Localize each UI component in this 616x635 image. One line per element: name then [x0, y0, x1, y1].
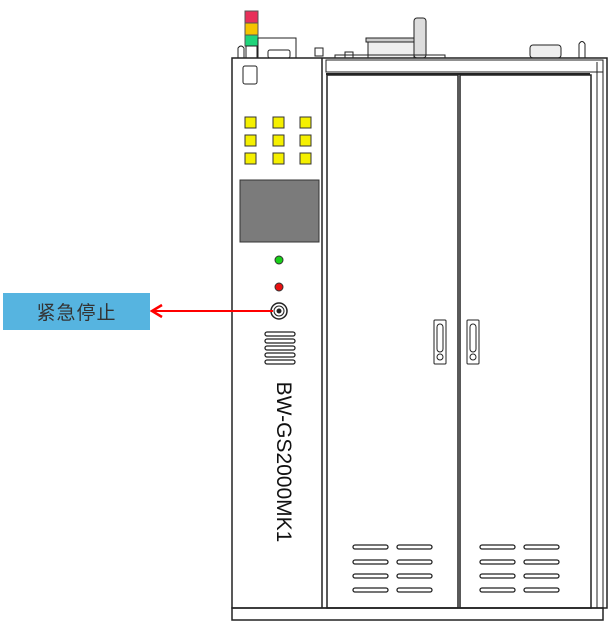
emergency-stop-button[interactable]	[270, 302, 288, 320]
right-door	[459, 74, 592, 609]
panel-button[interactable]	[272, 134, 285, 147]
led-green	[274, 255, 284, 265]
vent-slot	[523, 559, 560, 565]
vent-slot	[396, 559, 433, 565]
vent-slot	[523, 544, 560, 550]
emergency-stop-callout: 紧急停止	[3, 293, 150, 330]
vent-slot	[523, 573, 560, 579]
vent-slot	[264, 359, 296, 365]
vent-slot	[352, 559, 389, 565]
vent-slot	[264, 352, 296, 358]
panel-button[interactable]	[299, 116, 312, 129]
signal-light-yellow	[244, 22, 259, 36]
vent-slot	[352, 544, 389, 550]
vent-slot	[523, 587, 560, 593]
led-red	[274, 282, 284, 292]
vent-slot	[352, 573, 389, 579]
panel-button[interactable]	[299, 152, 312, 165]
vent-slot	[479, 544, 516, 550]
callout-label: 紧急停止	[36, 302, 117, 324]
signal-light-red	[244, 10, 259, 24]
left-door-handle[interactable]	[433, 319, 447, 365]
callout-arrow	[149, 303, 273, 319]
vent-slot	[264, 338, 296, 344]
left-door	[326, 74, 459, 609]
vent-slot	[479, 559, 516, 565]
vent-slot	[264, 345, 296, 351]
vent-slot	[479, 587, 516, 593]
vent-slot	[396, 573, 433, 579]
model-number: BW-GS2000MK1	[272, 381, 295, 543]
panel-button[interactable]	[244, 134, 257, 147]
vent-slot	[479, 573, 516, 579]
vent-slot	[396, 544, 433, 550]
vent-slot	[396, 587, 433, 593]
panel-button[interactable]	[272, 116, 285, 129]
panel-vents	[264, 331, 296, 365]
vent-slot	[352, 587, 389, 593]
right-door-handle[interactable]	[466, 319, 480, 365]
panel-button[interactable]	[272, 152, 285, 165]
door-vents	[352, 544, 560, 593]
panel-button[interactable]	[244, 116, 257, 129]
hmi-screen[interactable]	[239, 179, 320, 243]
panel-buttons[interactable]	[244, 116, 312, 165]
signal-light-green	[244, 34, 259, 47]
panel-button[interactable]	[299, 134, 312, 147]
panel-button[interactable]	[244, 152, 257, 165]
vent-slot	[264, 331, 296, 337]
